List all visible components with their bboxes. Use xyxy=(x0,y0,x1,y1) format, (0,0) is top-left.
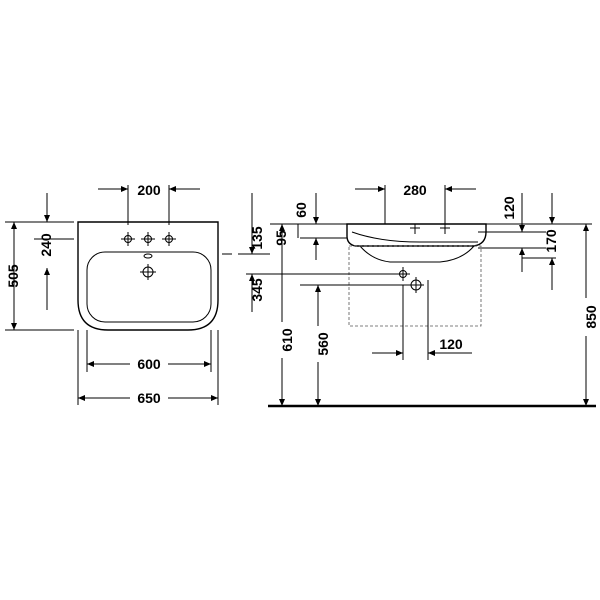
tap-hole-icon xyxy=(141,232,155,246)
dim-560: 560 xyxy=(315,332,331,356)
dim-overall-depth: 505 xyxy=(5,264,21,288)
dim-850: 850 xyxy=(583,305,599,329)
dim-waste-120: 120 xyxy=(439,336,463,352)
drain-icon xyxy=(140,264,156,280)
dim-overall-width: 650 xyxy=(137,390,161,406)
dim-95: 95 xyxy=(273,230,289,246)
tap-hole-icon xyxy=(440,224,450,234)
dim-overflow-120: 120 xyxy=(501,196,517,220)
trap-icon xyxy=(408,277,424,293)
top-view: 200 240 505 600 650 xyxy=(5,182,219,406)
fixing-bolt-icon xyxy=(410,224,420,234)
dim-610: 610 xyxy=(279,328,295,352)
dim-inner-width: 600 xyxy=(137,356,161,372)
dim-135: 135 xyxy=(249,226,265,250)
dim-345: 345 xyxy=(249,278,265,302)
dim-rim-depth: 240 xyxy=(38,233,54,257)
dim-60: 60 xyxy=(293,202,309,218)
cabinet-outline xyxy=(348,245,482,327)
dim-depth-280: 280 xyxy=(403,182,427,198)
tap-hole-icon xyxy=(162,232,176,246)
basin-section xyxy=(346,223,487,247)
side-view: 280 135 345 610 95 60 560 xyxy=(222,182,599,408)
dim-170: 170 xyxy=(543,229,559,253)
basin-outline xyxy=(77,221,219,331)
basin-bowl xyxy=(86,251,212,323)
dim-tap-spacing: 200 xyxy=(137,182,161,198)
tap-hole-icon xyxy=(121,232,135,246)
overflow-icon xyxy=(143,253,153,259)
basin-underside xyxy=(359,245,475,263)
